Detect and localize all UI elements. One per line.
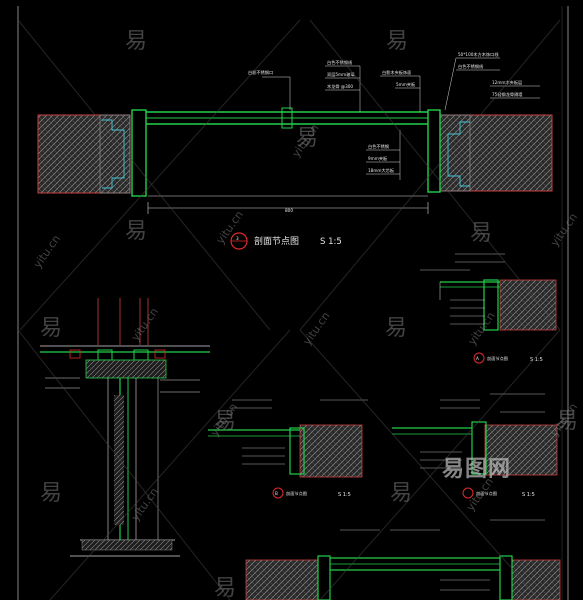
detail-b-title: 剖面节点图 [286,490,307,497]
main-detail-scale: S 1:5 [320,237,342,247]
watermark-glyph: 易 [40,316,62,341]
detail-a: A 剖面节点图 S 1:5 [420,253,557,364]
main-section-detail: 800 白影不锈钢口 白色不锈钢线 双层5mm玻璃 木龙骨 @300 白影木夹板… [37,51,553,250]
watermark-glyph: 易 [125,29,147,54]
watermark-url: yitu.cn [129,305,161,343]
note-top-mid-2: 双层5mm玻璃 [327,71,355,78]
right-wall-hatch [439,114,553,192]
note-top-left: 白影不锈钢口 [248,69,273,76]
watermark-url: yitu.cn [300,310,332,348]
detail-c-title: 剖面节点图 [476,490,497,497]
note-top-mid-5: 5mm夹板 [396,81,416,88]
note-top-mid-3: 木龙骨 @300 [327,83,353,90]
watermark-glyph: 易 [214,576,236,600]
note-side-1: 白色不锈钢 [368,143,389,150]
watermark-glyph: 易 [214,409,236,434]
watermark-brand: 易图网 [442,457,511,482]
note-side-2: 9mm夹板 [368,155,388,162]
left-wall-hatch [37,114,131,194]
note-top-mid-4: 白影木夹板饰面 [382,69,411,76]
watermark-url: yitu.cn [548,211,580,249]
watermark-glyph: 易 [296,126,318,151]
bottom-detail [245,519,561,600]
detail-b: B 剖面节点图 S 1:5 [208,399,368,499]
detail-b-marker: B [275,491,278,496]
watermark-glyph: 易 [556,409,578,434]
detail-a-title: 剖面节点图 [487,355,508,362]
watermark-layer: 易 易 易 易 易 易 易 易 易 易 易 易 yitu.cn yitu.cn … [17,19,580,600]
watermark-glyph: 易 [390,481,412,506]
watermark-glyph: 易 [386,29,408,54]
main-detail-title: 剖面节点图 [254,235,299,247]
left-vertical-section [40,298,210,557]
note-top-right-1: 50*100木方木饰口线 [458,51,499,58]
main-detail-marker: 3 [236,236,239,241]
watermark-url: yitu.cn [465,310,497,348]
detail-c-scale: S 1:5 [522,492,535,498]
detail-a-scale: S 1:5 [530,357,543,363]
watermark-glyph: 易 [470,221,492,246]
watermark-glyph: 易 [385,316,407,341]
detail-a-marker: A [476,356,479,361]
watermark-glyph: 易 [40,481,62,506]
right-frame [427,109,441,193]
note-side-3: 18mm大芯板 [368,167,395,174]
left-frame [131,109,147,197]
note-top-right-4: 75轻钢龙骨隔墙 [492,91,522,98]
watermark-glyph: 易 [125,219,147,244]
watermark-url: yitu.cn [31,232,63,270]
note-top-right-2: 白色不锈钢线 [458,63,484,70]
note-top-mid-1: 白色不锈钢线 [327,59,353,66]
svg-text:800: 800 [285,208,293,213]
detail-b-scale: S 1:5 [338,492,351,498]
detail-c: 剖面节点图 S 1:5 [392,393,558,499]
